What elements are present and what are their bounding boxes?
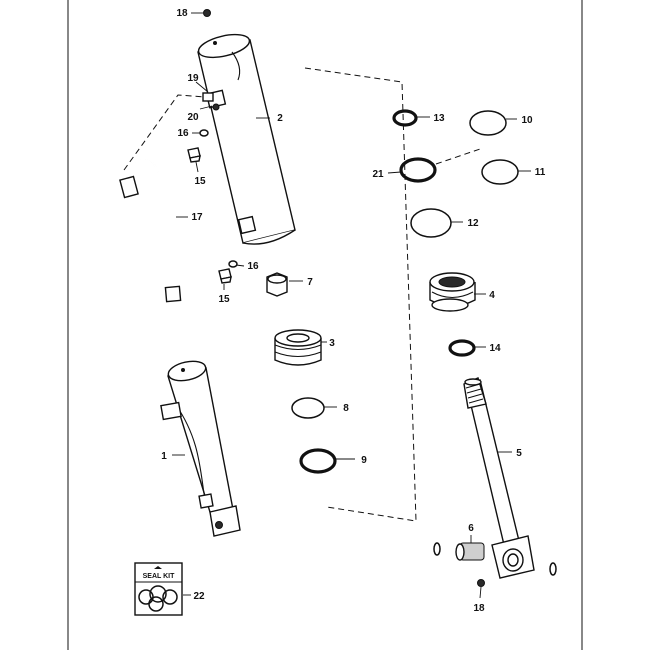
callout-12: 12 bbox=[467, 218, 479, 229]
wiper-seal-13 bbox=[392, 109, 418, 127]
callout-15-lower: 15 bbox=[218, 294, 230, 305]
bushing bbox=[455, 542, 485, 561]
bleed-screw-top bbox=[203, 9, 211, 17]
dashed-seal-group bbox=[304, 67, 417, 522]
bleed-screw-bottom bbox=[477, 579, 485, 587]
callout-21: 21 bbox=[372, 169, 384, 180]
callout-16-lower: 16 bbox=[247, 261, 259, 272]
callout-10: 10 bbox=[521, 115, 533, 126]
callout-20: 20 bbox=[187, 112, 199, 123]
plug-15-upper bbox=[187, 147, 201, 163]
leader-lines bbox=[172, 12, 531, 599]
callout-14: 14 bbox=[489, 343, 501, 354]
callout-18-bottom: 18 bbox=[473, 603, 485, 614]
piston-nut bbox=[266, 272, 288, 297]
piston-rod bbox=[463, 377, 535, 579]
callout-19: 19 bbox=[187, 73, 199, 84]
plug-15-lower bbox=[218, 268, 232, 284]
oring-bushing-right bbox=[549, 562, 557, 576]
callout-17: 17 bbox=[191, 212, 203, 223]
callout-4: 4 bbox=[489, 290, 495, 301]
oring-14 bbox=[448, 339, 476, 357]
oring-12 bbox=[410, 208, 452, 238]
oring-16-upper bbox=[199, 129, 209, 137]
callout-11: 11 bbox=[535, 167, 546, 178]
callout-3: 3 bbox=[329, 338, 335, 349]
dashed-tube-link bbox=[123, 94, 206, 171]
oring-8 bbox=[291, 397, 325, 419]
callout-15-upper: 15 bbox=[194, 176, 206, 187]
callout-2: 2 bbox=[277, 113, 283, 124]
callout-1: 1 bbox=[161, 451, 167, 462]
seal-kit-label: SEAL KIT bbox=[143, 573, 175, 580]
oring-16-lower bbox=[228, 260, 238, 268]
dashed-link-10-11 bbox=[435, 147, 484, 165]
callout-6: 6 bbox=[468, 523, 474, 534]
callout-13: 13 bbox=[433, 113, 445, 124]
callout-16-upper: 16 bbox=[177, 128, 189, 139]
piston bbox=[274, 329, 322, 366]
callout-5: 5 bbox=[516, 448, 522, 459]
callout-22: 22 bbox=[193, 591, 205, 602]
hydraulic-tube bbox=[119, 157, 182, 303]
oring-9 bbox=[299, 448, 337, 474]
elbow-fitting bbox=[202, 92, 220, 111]
seal-kit-box: SEAL KIT bbox=[134, 562, 183, 616]
cylinder-assembly bbox=[160, 360, 241, 537]
oring-11 bbox=[481, 159, 519, 185]
oring-bushing-left bbox=[433, 542, 441, 556]
callout-7: 7 bbox=[307, 277, 313, 288]
callout-labels: 18 19 20 16 15 2 17 16 15 7 3 8 9 13 21 … bbox=[161, 8, 546, 614]
callout-18-top: 18 bbox=[176, 8, 188, 19]
rod-seal-21 bbox=[399, 157, 437, 183]
cylinder-barrel bbox=[197, 33, 296, 245]
callout-9: 9 bbox=[361, 455, 367, 466]
callout-8: 8 bbox=[343, 403, 349, 414]
gland bbox=[429, 272, 476, 312]
oring-10 bbox=[469, 110, 507, 136]
